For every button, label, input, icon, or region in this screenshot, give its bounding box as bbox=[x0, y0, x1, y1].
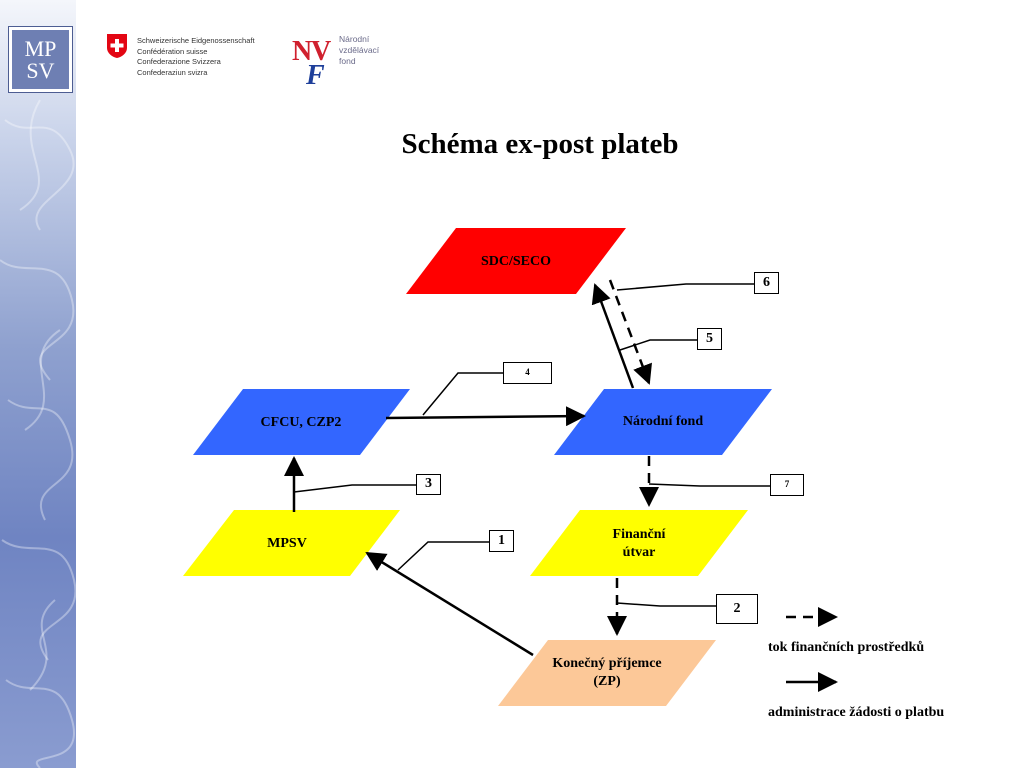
node-mpsv-label: MPSV bbox=[267, 536, 307, 551]
nvf-logo: N V F bbox=[292, 36, 331, 88]
callout-line-5 bbox=[619, 339, 697, 351]
mpsv-logo: MP SV bbox=[9, 27, 72, 92]
swiss-line-1: Schweizerische Eidgenossenschaft bbox=[137, 36, 255, 45]
node-financni-utvar-shape bbox=[530, 510, 748, 576]
node-mpsv-shape bbox=[183, 510, 400, 576]
node-konecny-prijemce-label: Konečný příjemce (ZP) bbox=[537, 655, 677, 691]
node-sdc-shape bbox=[406, 228, 626, 294]
node-konecny-prijemce-shape bbox=[498, 640, 716, 706]
sidebar-decoration bbox=[0, 0, 76, 768]
node-sdc-label: SDC/SECO bbox=[480, 254, 552, 269]
node-financni-utvar-line2: útvar bbox=[622, 545, 656, 560]
node-financni-utvar-label: Finanční útvar bbox=[579, 526, 699, 562]
step-4-badge: 4 bbox=[503, 362, 552, 384]
page-title: Schéma ex-post plateb bbox=[401, 128, 679, 160]
svg-text:F: F bbox=[305, 60, 325, 88]
step-7-badge: 7 bbox=[770, 474, 804, 496]
step-6-badge: 6 bbox=[754, 272, 779, 294]
node-narodni-fond-label: Národní fond bbox=[622, 414, 704, 429]
nvf-line-2: vzdělávací bbox=[339, 45, 380, 55]
step-2-badge: 2 bbox=[716, 594, 758, 624]
arrow-narodni-fond-to-sdc bbox=[591, 283, 635, 389]
legend-solid-label: administrace žádosti o platbu bbox=[768, 705, 945, 720]
step-3-badge: 3 bbox=[416, 474, 441, 495]
node-narodni-fond-shape bbox=[554, 389, 772, 455]
callout-line-3 bbox=[293, 484, 416, 493]
arrow-cfcu-to-narodni-fond bbox=[385, 406, 586, 427]
svg-text:V: V bbox=[311, 36, 331, 67]
swiss-flag-icon bbox=[107, 34, 127, 58]
svg-text:N: N bbox=[292, 36, 312, 67]
nvf-line-3: fond bbox=[339, 56, 356, 66]
dashed-sdc-to-narodni-fond bbox=[608, 279, 652, 385]
sidebar-pattern bbox=[0, 99, 76, 768]
nvf-line-1: Národní bbox=[339, 34, 370, 44]
mpsv-logo-line2: SV bbox=[26, 57, 55, 83]
node-cfcu-shape bbox=[193, 389, 410, 455]
swiss-line-3: Confederazione Svizzera bbox=[137, 57, 221, 66]
node-konecny-prijemce-line1: Konečný příjemce bbox=[552, 656, 662, 671]
nvf-text: Národní vzdělávací fond bbox=[339, 34, 379, 67]
callout-line-6 bbox=[616, 283, 754, 291]
swiss-line-4: Confederaziun svizra bbox=[137, 67, 208, 77]
arrow-prijemce-to-mpsv bbox=[365, 551, 534, 657]
swiss-confederation-text: Schweizerische Eidgenossenschaft Confédé… bbox=[137, 36, 255, 78]
swiss-line-2: Confédération suisse bbox=[137, 46, 208, 56]
node-konecny-prijemce-line2: (ZP) bbox=[593, 674, 621, 689]
node-financni-utvar-line1: Finanční bbox=[612, 527, 666, 542]
step-1-badge: 1 bbox=[489, 530, 514, 552]
callout-line-2 bbox=[616, 602, 716, 607]
mpsv-logo-line1: MP bbox=[24, 35, 57, 61]
callout-line-4 bbox=[422, 372, 503, 416]
legend-dashed-label: tok finančních prostředků bbox=[768, 640, 925, 655]
step-5-badge: 5 bbox=[697, 328, 722, 350]
node-cfcu-label: CFCU, CZP2 bbox=[260, 415, 342, 430]
callout-line-7 bbox=[648, 483, 770, 487]
callout-line-1 bbox=[397, 541, 489, 571]
